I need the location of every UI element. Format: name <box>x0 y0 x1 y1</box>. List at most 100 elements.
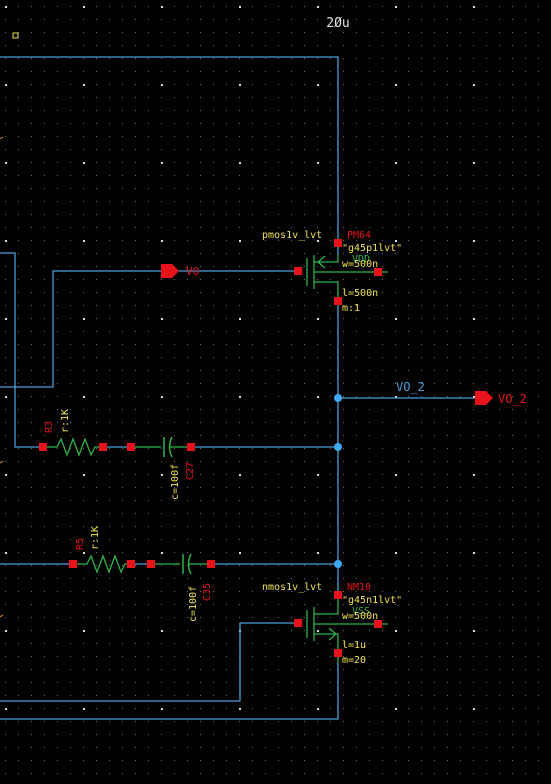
grid-dot <box>265 162 266 163</box>
grid-dot <box>343 175 344 176</box>
grid-dot <box>83 188 84 189</box>
grid-dot <box>421 435 422 436</box>
grid-dot <box>525 357 526 358</box>
grid-dot <box>70 656 71 657</box>
grid-dot <box>421 760 422 761</box>
grid-dot <box>161 162 163 164</box>
grid-dot <box>291 734 292 735</box>
grid-dot <box>18 162 19 163</box>
grid-dot <box>525 461 526 462</box>
grid-dot <box>18 578 19 579</box>
grid-dot <box>122 747 123 748</box>
grid-dot <box>18 539 19 540</box>
grid-dot <box>473 721 474 722</box>
grid-dot <box>148 383 149 384</box>
grid-dot <box>135 136 136 137</box>
grid-dot <box>226 305 227 306</box>
grid-dot <box>447 747 448 748</box>
grid-dot <box>421 682 422 683</box>
grid-dot <box>395 201 396 202</box>
grid-dot <box>447 305 448 306</box>
grid-dot <box>135 422 136 423</box>
grid-dot <box>330 552 331 553</box>
grid-dot <box>239 136 240 137</box>
grid-dot <box>408 240 409 241</box>
grid-dot <box>5 565 6 566</box>
grid-dot <box>148 435 149 436</box>
grid-dot <box>304 474 305 475</box>
grid-dot <box>135 175 136 176</box>
grid-dot <box>499 526 500 527</box>
grid-dot <box>356 331 357 332</box>
grid-dot <box>291 578 292 579</box>
grid-dot <box>434 409 435 410</box>
grid-dot <box>525 617 526 618</box>
grid-dot <box>382 357 383 358</box>
grid-dot <box>512 695 513 696</box>
grid-dot <box>356 344 357 345</box>
capacitor-c35[interactable]: c=100f C35 <box>147 553 215 622</box>
grid-dot <box>122 201 123 202</box>
grid-dot <box>343 604 344 605</box>
resistor-r5[interactable]: R5 r:1K <box>69 526 151 574</box>
grid-dot <box>57 617 58 618</box>
nmos-m-label: m=20 <box>342 655 366 666</box>
grid-dot <box>70 422 71 423</box>
nmos-model-label: "g45n1lvt" <box>342 595 402 606</box>
grid-dot <box>369 227 370 228</box>
vo2-pin[interactable]: VO_2 <box>475 391 527 406</box>
grid-dot <box>525 45 526 46</box>
grid-dot <box>252 656 253 657</box>
grid-dot <box>395 136 396 137</box>
grid-dot <box>356 513 357 514</box>
grid-dot <box>31 656 32 657</box>
grid-dot <box>109 201 110 202</box>
grid-dot <box>356 565 357 566</box>
resistor-r3[interactable]: R3 r:1K <box>39 409 131 457</box>
grid-dot <box>434 110 435 111</box>
grid-dot <box>356 448 357 449</box>
grid-dot <box>161 565 162 566</box>
grid-dot <box>148 552 149 553</box>
grid-dot <box>473 97 474 98</box>
grid-dot <box>174 45 175 46</box>
grid-dot <box>213 149 214 150</box>
pmos-device[interactable]: pmos1v_lvt PM64 "g45p1lvt" VDD w=500n l=… <box>262 230 402 314</box>
grid-dot <box>278 136 279 137</box>
grid-dot <box>31 149 32 150</box>
grid-dot <box>96 6 97 7</box>
grid-dot <box>421 552 422 553</box>
grid-dot <box>447 136 448 137</box>
nmos-device[interactable]: nmos1v_lvt NM10 "g45n1lvt" VSS w=500n l=… <box>262 582 402 666</box>
grid-dot <box>369 552 370 553</box>
grid-dot <box>486 305 487 306</box>
grid-dot <box>421 695 422 696</box>
grid-dot <box>278 253 279 254</box>
grid-dot <box>265 279 266 280</box>
grid-dot <box>5 136 6 137</box>
pmos-bulk-label: VDD <box>352 254 370 265</box>
capacitor-c27[interactable]: c=100f C27 <box>127 436 196 500</box>
grid-dot <box>395 617 396 618</box>
grid-dot <box>109 383 110 384</box>
grid-dot <box>447 617 448 618</box>
grid-dot <box>70 331 71 332</box>
grid-dot <box>395 760 396 761</box>
grid-dot <box>57 240 58 241</box>
grid-dot <box>57 253 58 254</box>
vo-pin[interactable]: VO <box>161 264 199 278</box>
grid-dot <box>200 162 201 163</box>
grid-dot <box>278 32 279 33</box>
grid-dot <box>18 409 19 410</box>
grid-dot <box>122 305 123 306</box>
grid-dot <box>161 643 162 644</box>
grid-dot <box>226 591 227 592</box>
grid-dot <box>96 630 97 631</box>
grid-dot <box>369 591 370 592</box>
grid-dot <box>512 305 513 306</box>
grid-dot <box>109 513 110 514</box>
grid-dot <box>70 136 71 137</box>
grid-dot <box>330 45 331 46</box>
grid-dot <box>291 656 292 657</box>
